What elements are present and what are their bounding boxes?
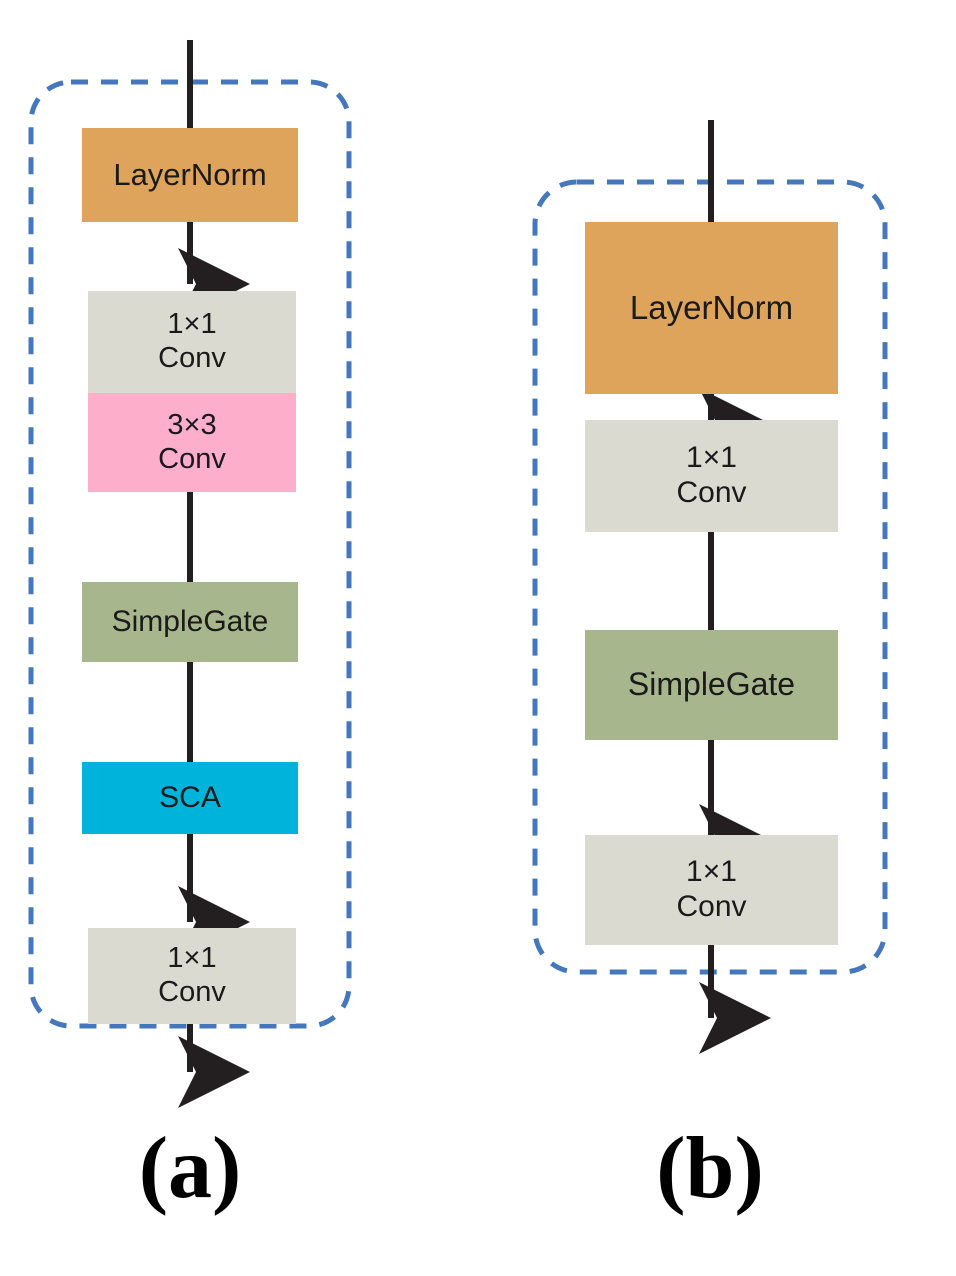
caption-panel-a: (a) [138,1120,242,1217]
block-simplegate-a[interactable]: SimpleGate [82,582,298,662]
block-conv1x1-b-top[interactable]: 1×1 Conv [585,420,838,532]
block-sca-a[interactable]: SCA [82,762,298,834]
block-label: SCA [159,780,221,814]
block-conv1x1-a-bottom[interactable]: 1×1 Conv [88,928,296,1024]
block-conv1x1-a-top[interactable]: 1×1 Conv [88,291,296,393]
block-layernorm-a[interactable]: LayerNorm [82,128,298,222]
block-label-line1: 1×1 [686,441,737,475]
caption-panel-b: (b) [656,1120,764,1217]
block-label-line2: Conv [676,890,747,923]
block-label-line2: Conv [158,442,226,475]
block-label: LayerNorm [629,288,794,326]
block-label-line1: 1×1 [167,308,217,341]
block-label-line1: 1×1 [167,942,217,975]
block-label-line1: 1×1 [686,855,737,889]
block-label: LayerNorm [113,157,267,193]
block-label-line2: Conv [676,476,747,509]
block-conv1x1-b-bottom[interactable]: 1×1 Conv [585,835,838,945]
block-label-line2: Conv [158,342,226,374]
block-layernorm-b[interactable]: LayerNorm [585,222,838,394]
panel-a-dashed-container [28,79,352,1029]
block-label-line1: 3×3 [167,408,217,441]
block-label-line2: Conv [158,976,226,1008]
block-label: SimpleGate [627,666,796,703]
block-label: SimpleGate [111,604,269,638]
block-conv3x3-a[interactable]: 3×3 Conv [88,393,296,492]
block-simplegate-b[interactable]: SimpleGate [585,630,838,740]
